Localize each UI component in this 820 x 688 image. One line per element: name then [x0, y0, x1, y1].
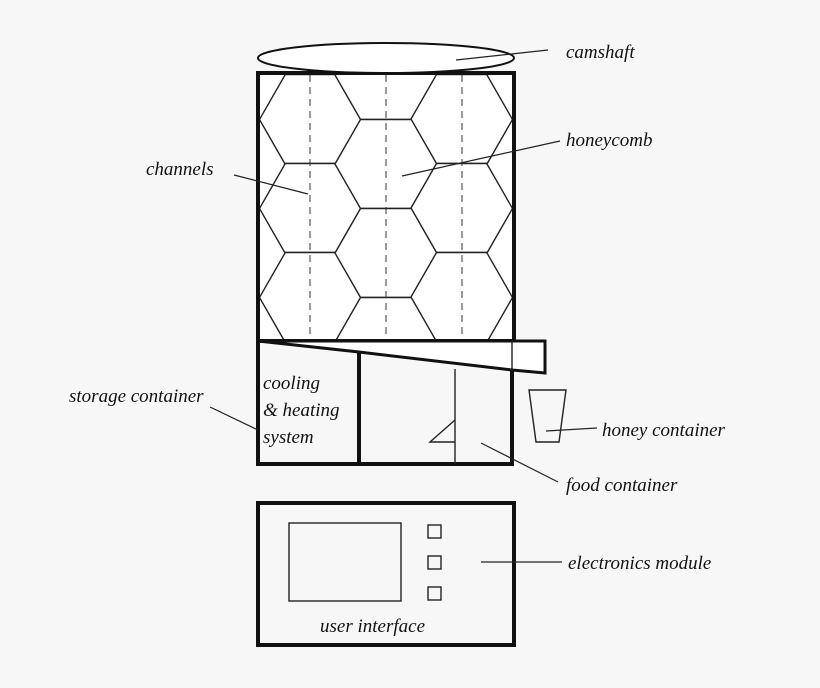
camshaft-leader	[455, 49, 549, 61]
honeycomb-cell	[260, 118, 286, 210]
leader-lines	[209, 49, 598, 563]
camshaft-shape	[257, 42, 515, 74]
electronics-frame	[256, 501, 516, 647]
food-leader	[480, 442, 559, 483]
channels-label: channels	[146, 159, 214, 180]
honey-container-shape	[528, 389, 567, 443]
food-container-label: food container	[566, 475, 678, 496]
storage-leader	[209, 406, 259, 431]
screen-display	[288, 522, 402, 602]
storage-container-shape	[256, 339, 547, 466]
electronics-module-label: electronics module	[568, 553, 711, 574]
honey-container-label: honey container	[602, 420, 726, 441]
honeycomb-cell	[487, 296, 512, 339]
food-container-flap	[428, 419, 456, 443]
control-button	[427, 524, 442, 539]
honeycomb-cell	[486, 207, 512, 299]
sloped-tray	[257, 339, 547, 375]
channels-dashes	[309, 75, 463, 339]
honeycomb-label: honeycomb	[566, 130, 653, 151]
storage-outline	[256, 341, 514, 466]
control-button	[427, 586, 442, 601]
control-button	[427, 555, 442, 570]
honeycomb-cell	[260, 207, 286, 299]
cooling-label-line3: system	[263, 427, 314, 448]
electronics-module-shape	[256, 501, 516, 647]
user-interface-label: user interface	[320, 616, 425, 637]
honey-leader	[545, 427, 598, 432]
honeycomb-cell	[260, 75, 286, 121]
honeycomb-cell	[260, 296, 285, 339]
cooling-label-line1: cooling	[263, 373, 320, 394]
storage-container-label: storage container	[69, 386, 204, 407]
channels-leader	[233, 174, 309, 195]
honeycomb-cell	[486, 118, 512, 210]
honeycomb-cell	[486, 75, 512, 121]
honeycomb-leader	[401, 140, 561, 177]
camshaft-label: camshaft	[566, 42, 635, 63]
cooling-label-line2: & heating	[263, 400, 340, 421]
